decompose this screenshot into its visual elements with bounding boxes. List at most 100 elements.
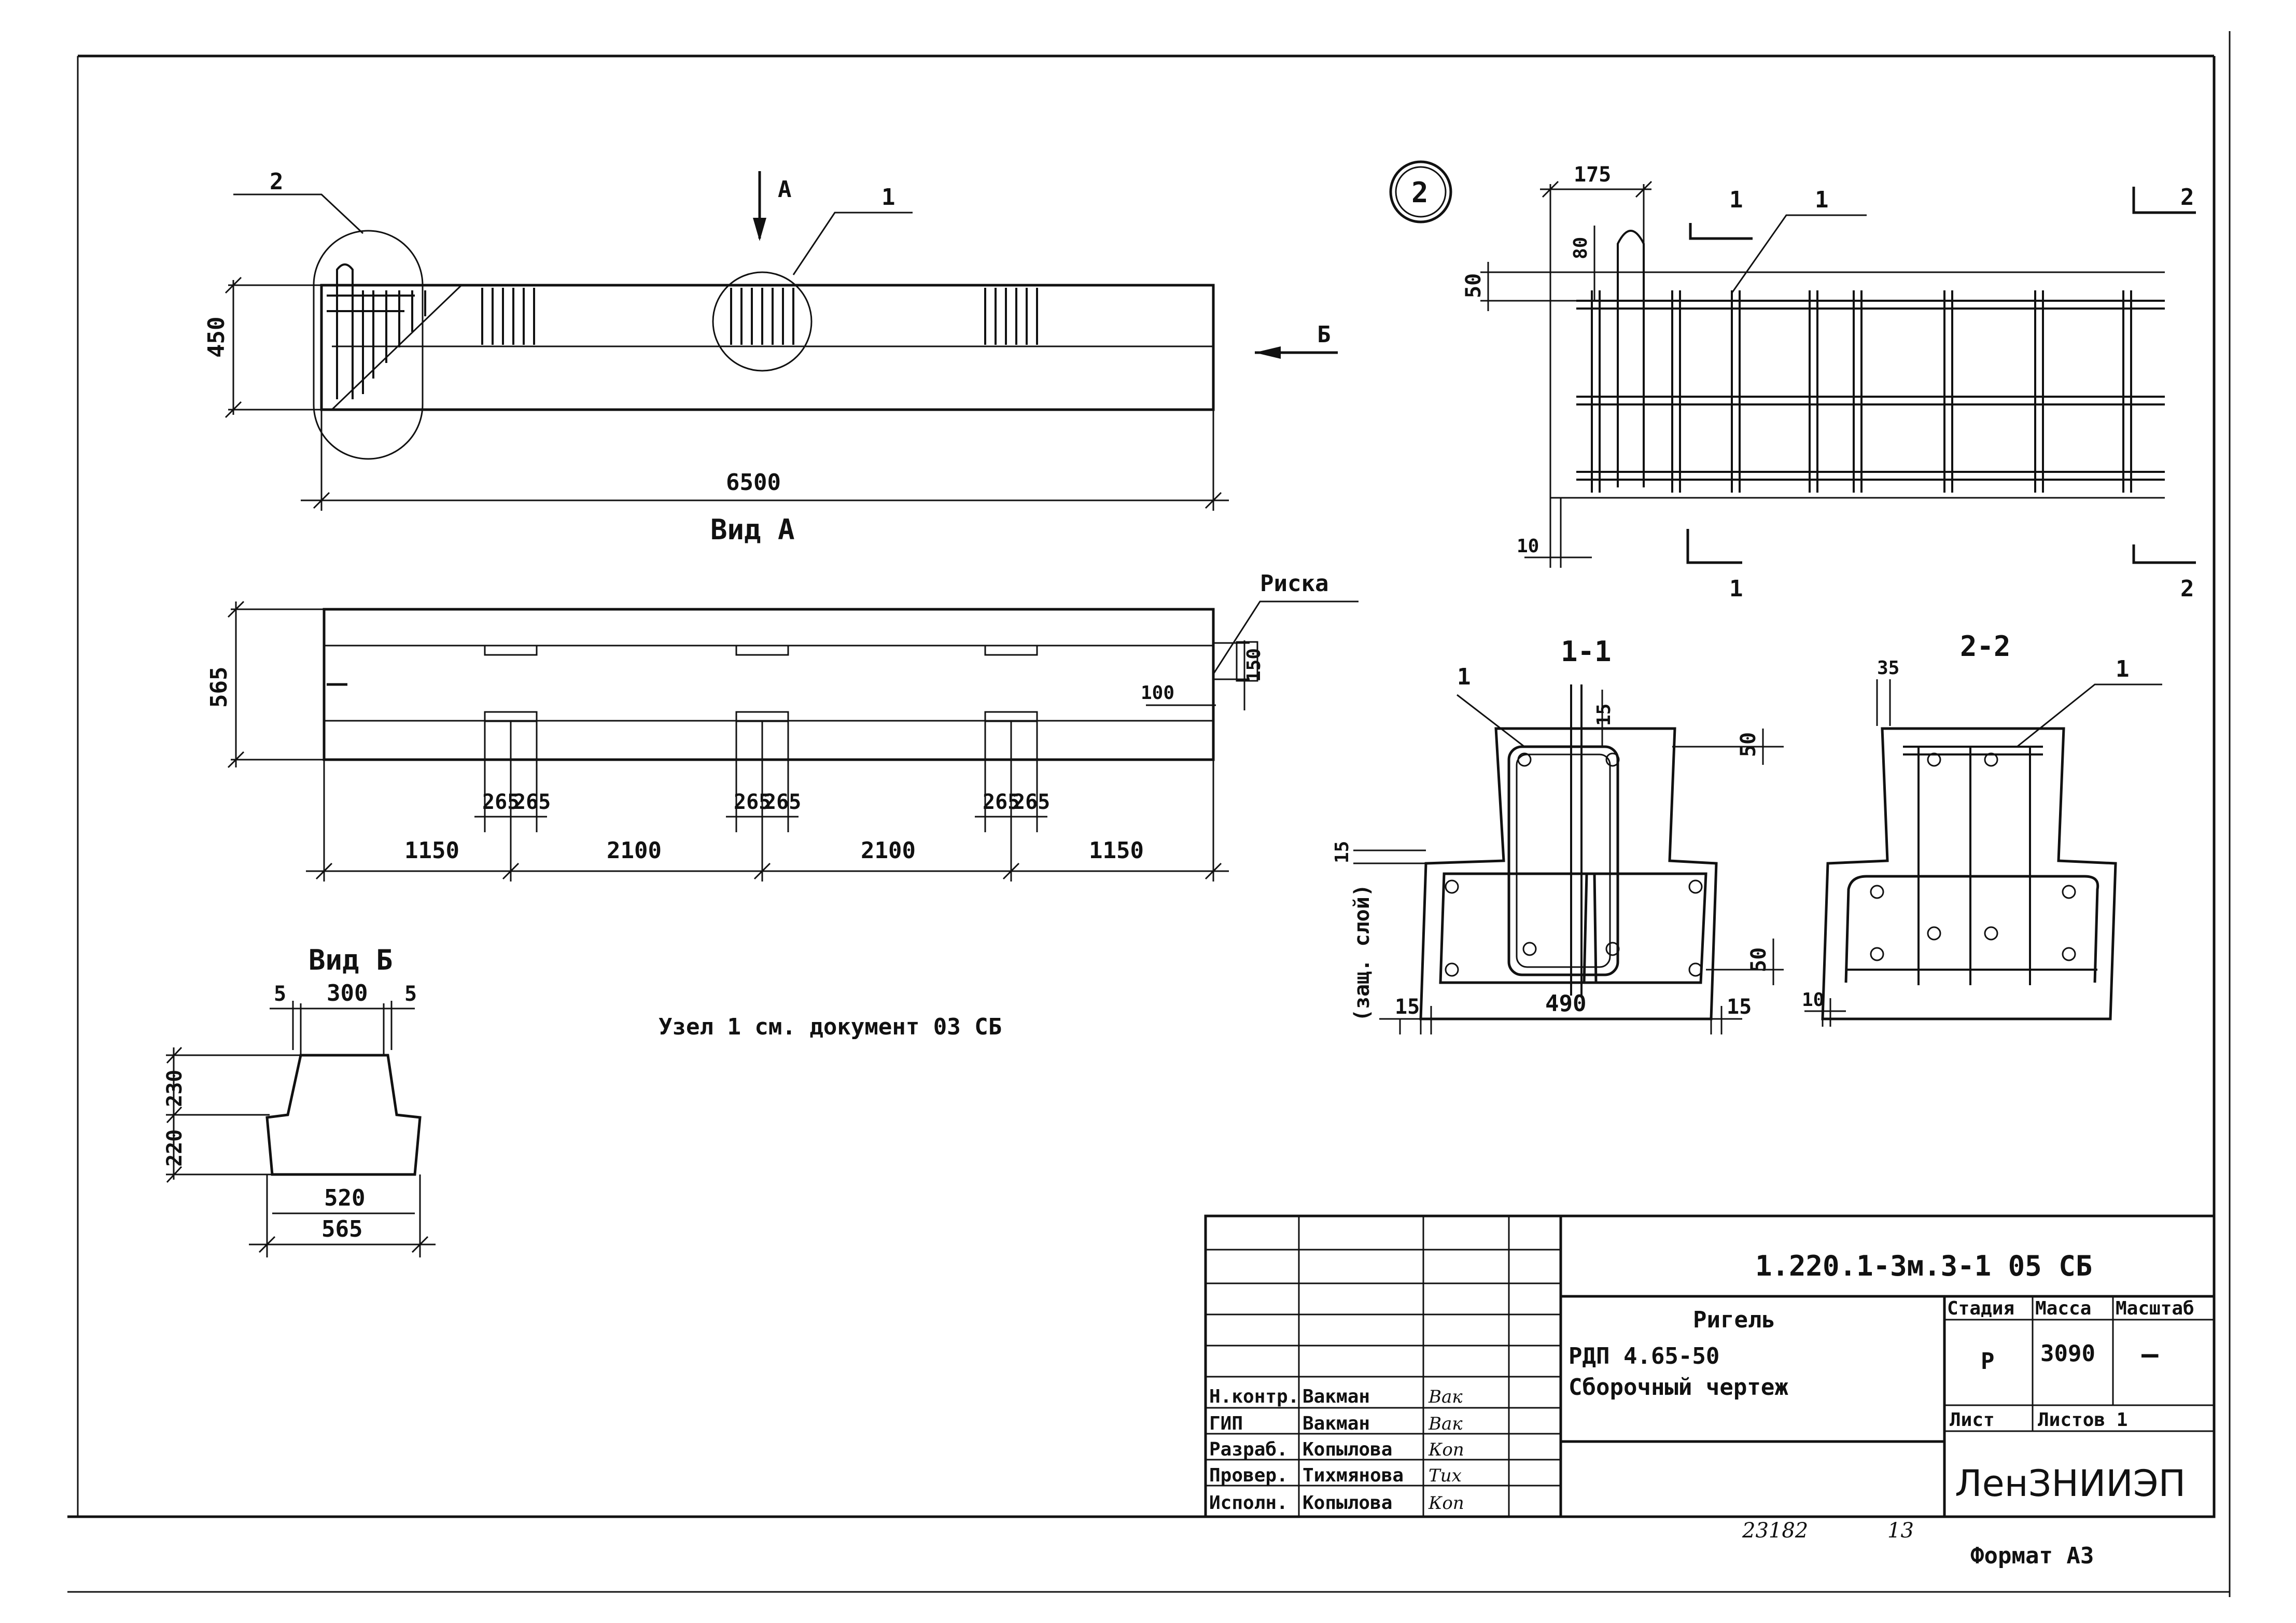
role-prover: Провер. <box>1209 1465 1288 1486</box>
title-block: 1.220.1-3м.3-1 05 СБ Ригель РДП 4.65-50 … <box>1204 1214 2216 1569</box>
name-3: Копылова <box>1303 1439 1392 1460</box>
pocket-bottom-1 <box>484 711 538 722</box>
dim-10-node: 10 <box>1517 536 1539 557</box>
dim-300: 300 <box>327 980 368 1006</box>
role-n-kontr: Н.контр. <box>1209 1386 1299 1407</box>
protective-layer-label: (защ. слой) <box>1350 884 1374 1022</box>
view-a-caption: Вид А <box>710 513 795 546</box>
name-5: Копылова <box>1303 1492 1392 1514</box>
dim-1150-left: 1150 <box>404 837 459 864</box>
section-1-1-callout: 1 <box>1457 664 1471 690</box>
inventory-sheet: 13 <box>1887 1519 1914 1543</box>
scale-value: — <box>2141 1338 2159 1370</box>
beam-view-a: 565 Риска 150 100 265 265 265 265 <box>206 570 1359 882</box>
dim-265-5: 265 <box>983 790 1020 814</box>
product-name: Ригель <box>1693 1307 1775 1333</box>
signature-roles: Н.контр. ГИП Разраб. Провер. Исполн. <box>1209 1386 1299 1514</box>
mass-header: Масса <box>2035 1298 2091 1319</box>
dim-10-section-2: 10 <box>1802 989 1824 1011</box>
dim-5-right: 5 <box>404 982 417 1006</box>
view-b-caption: Вид Б <box>309 944 393 976</box>
signature-2: Вак <box>1428 1414 1463 1434</box>
name-4: Тихмянова <box>1303 1465 1404 1486</box>
section-2-2: 2-2 35 1 10 <box>1802 630 2162 1027</box>
pocket-bottom-2 <box>735 711 789 722</box>
signature-4: Тих <box>1429 1465 1462 1486</box>
stirrup-group-1 <box>481 288 535 345</box>
pocket-top-1 <box>484 645 538 656</box>
sheets-label: Листов 1 <box>2038 1409 2127 1431</box>
dim-15-bottom-left: 15 <box>1395 995 1420 1019</box>
beam-view-b: Вид Б 5 300 5 230 220 520 565 <box>163 944 436 1257</box>
callout-1-circle <box>712 271 813 372</box>
signature-names: Вакман Вакман Копылова Тихмянова Копылов… <box>1303 1386 1404 1514</box>
signature-5: Коп <box>1428 1493 1464 1514</box>
sheet-label: Лист <box>1950 1409 1995 1431</box>
dim-100: 100 <box>1141 682 1174 704</box>
dim-2100-2: 2100 <box>861 837 916 864</box>
name-1: Вакман <box>1303 1386 1370 1407</box>
inventory-number: 23182 <box>1742 1519 1808 1543</box>
dim-450: 450 <box>203 317 230 358</box>
end-reinforcement <box>327 263 426 399</box>
dim-1150-right: 1150 <box>1089 837 1144 864</box>
riska-label: Риска <box>1260 570 1328 597</box>
dim-220: 220 <box>163 1129 187 1167</box>
doc-code: 1.220.1-3м.3-1 05 СБ <box>1755 1250 2092 1282</box>
mass-value: 3090 <box>2040 1340 2095 1367</box>
dim-565-b: 565 <box>321 1216 362 1242</box>
section-1-top: 1 <box>1729 187 1743 213</box>
dim-15-top: 15 <box>1593 704 1615 726</box>
dim-520: 520 <box>324 1185 365 1211</box>
dim-50-right: 50 <box>1747 947 1771 972</box>
section-2-2-title: 2-2 <box>1960 630 2011 663</box>
dim-50-top: 50 <box>1737 732 1760 757</box>
stage-header: Стадия <box>1947 1298 2014 1319</box>
role-ispoln: Исполн. <box>1209 1492 1288 1514</box>
arrow-a-label: А <box>778 176 792 203</box>
stirrup-group-3 <box>984 288 1038 345</box>
dim-265-4: 265 <box>764 790 801 814</box>
dims-265: 265 265 265 265 265 265 <box>474 721 1050 832</box>
arrow-b-label: Б <box>1317 321 1331 348</box>
role-gip: ГИП <box>1209 1413 1243 1434</box>
dim-15-bottom-right: 15 <box>1727 995 1752 1019</box>
beam-main-view: 2 1 А Б 450 6500 Вид А <box>203 169 1338 546</box>
dim-265-3: 265 <box>734 790 771 814</box>
format-label: Формат А3 <box>1970 1543 2094 1569</box>
signature-3: Коп <box>1428 1439 1464 1460</box>
dim-5-left: 5 <box>274 982 286 1006</box>
dim-6500: 6500 <box>726 469 781 496</box>
stage-value: Р <box>1981 1348 1995 1375</box>
node-note: Узел 1 см. документ 03 СБ <box>659 1014 1002 1040</box>
pocket-top-2 <box>735 645 789 656</box>
section-1-1-title: 1-1 <box>1561 635 1612 668</box>
section-2-2-callout: 1 <box>2116 656 2130 682</box>
dim-175: 175 <box>1574 163 1611 187</box>
dim-80: 80 <box>1570 237 1591 259</box>
dim-15-left: 15 <box>1332 841 1353 863</box>
product-mark: РДП 4.65-50 <box>1569 1343 1719 1369</box>
dim-265-6: 265 <box>1013 790 1050 814</box>
section-1-bottom: 1 <box>1729 576 1743 602</box>
callout-1-label: 1 <box>881 184 895 211</box>
dim-230: 230 <box>163 1070 187 1107</box>
signature-1: Вак <box>1428 1387 1463 1407</box>
callout-2-outline <box>313 230 424 460</box>
node-2-circle-label: 2 <box>1411 176 1429 209</box>
dim-265-2: 265 <box>513 790 551 814</box>
dim-490: 490 <box>1545 990 1586 1017</box>
pocket-bottom-3 <box>984 711 1038 722</box>
stirrup-group-2 <box>730 288 794 345</box>
dim-35: 35 <box>1877 657 1899 679</box>
section-2-bottom: 2 <box>2180 576 2194 602</box>
dim-50-node: 50 <box>1462 273 1486 298</box>
section-1-1: 1-1 1 15 50 15 (защ. слой) 50 <box>1332 635 1784 1034</box>
pocket-top-3 <box>984 645 1038 656</box>
name-2: Вакман <box>1303 1413 1370 1434</box>
callout-2-label: 2 <box>270 169 284 195</box>
dim-565: 565 <box>206 667 232 708</box>
drawing-type: Сборочный чертеж <box>1569 1374 1788 1401</box>
cage-stirrups <box>1591 290 2132 493</box>
